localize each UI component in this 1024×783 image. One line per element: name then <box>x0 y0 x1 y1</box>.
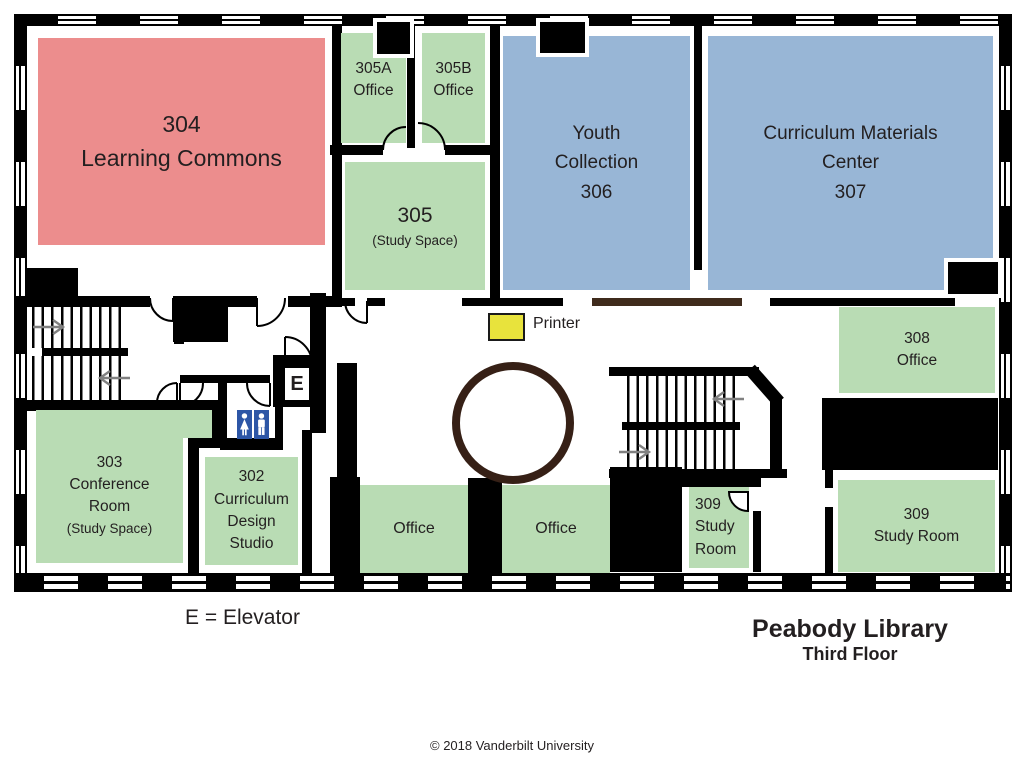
room-sub: (Study Space) <box>372 233 458 249</box>
room-number: 305 <box>397 204 433 227</box>
wall <box>188 438 199 575</box>
wall-notch <box>536 18 589 57</box>
stairs-upper-flight <box>32 303 128 348</box>
door-arc <box>149 297 174 322</box>
room-name: Curriculum Materials Center <box>763 122 938 174</box>
room-303-body <box>36 410 183 563</box>
room-308-office: 308 Office <box>839 307 995 393</box>
room-309-study-room-small: 309 Study Room <box>689 487 749 568</box>
room-number: 302 <box>238 468 265 486</box>
wall <box>14 296 150 307</box>
wall <box>770 298 955 306</box>
room-name: Study Room <box>695 518 737 558</box>
elevator-letter: E <box>290 372 304 395</box>
stairs-upper-flight <box>627 376 737 422</box>
outer-wall-top <box>14 14 1012 26</box>
room-number: 309 <box>695 495 721 513</box>
elevator-symbol: E <box>283 366 311 402</box>
wall <box>174 296 184 344</box>
wall <box>333 298 355 306</box>
room-number: 309 <box>903 505 930 523</box>
plan-title: Peabody Library Third Floor <box>740 615 960 664</box>
room-name: Office <box>535 520 577 538</box>
room-name: Office <box>353 82 394 100</box>
wall <box>753 511 761 572</box>
wall <box>825 507 833 573</box>
room-number: 308 <box>904 329 930 347</box>
outer-wall-bottom <box>14 573 1012 592</box>
room-name: Curriculum Design Studio <box>214 490 289 553</box>
room-name: Learning Commons <box>81 144 282 171</box>
room-305b-office: 305B Office <box>422 33 485 143</box>
room-name: Study Room <box>873 528 960 545</box>
wall <box>770 398 782 476</box>
room-302-curriculum-design-studio: 302 Curriculum Design Studio <box>205 457 298 565</box>
room-office-right: Office <box>502 485 610 573</box>
wall <box>330 477 360 573</box>
wall <box>337 363 357 477</box>
room-name: Office <box>393 520 435 538</box>
room-name: Office <box>433 82 474 100</box>
wall <box>694 24 702 270</box>
room-303-label: 303 Conference Room (Study Space) <box>36 440 183 550</box>
wall <box>490 24 500 306</box>
stairs-lower-flight <box>32 356 128 400</box>
wall-notch <box>373 18 414 58</box>
room-name: Conference Room <box>69 475 150 516</box>
wall <box>14 400 217 411</box>
wall <box>25 268 78 298</box>
wall <box>462 298 563 306</box>
wall <box>445 145 500 155</box>
library-name: Peabody Library <box>752 615 948 643</box>
room-name: Office <box>896 352 938 369</box>
wall <box>330 145 383 155</box>
copyright-notice: © 2018 Vanderbilt University <box>430 738 594 753</box>
room-number: 305A <box>355 60 392 77</box>
room-number: 306 <box>580 181 613 203</box>
wall <box>610 467 682 572</box>
restroom-male-icon <box>254 410 269 439</box>
wall <box>180 375 270 383</box>
outer-wall-right <box>999 14 1012 592</box>
wall <box>275 407 283 450</box>
room-office-left: Office <box>360 485 468 573</box>
wall <box>302 430 312 575</box>
room-name: Youth Collection <box>554 122 639 174</box>
wall <box>212 400 222 448</box>
wall <box>220 442 278 450</box>
door-arc <box>256 297 286 327</box>
room-307-curriculum-materials-center: Curriculum Materials Center 307 <box>708 36 993 290</box>
spiral-stairwell <box>452 362 574 484</box>
room-number: 305B <box>435 60 472 77</box>
room-309-study-room-large: 309 Study Room <box>838 480 995 572</box>
room-306-youth-collection: Youth Collection 306 <box>503 36 690 290</box>
door-arc <box>246 382 271 407</box>
wall <box>609 367 759 376</box>
room-number: 303 <box>96 453 123 471</box>
wall <box>332 24 342 307</box>
wall <box>218 375 227 445</box>
room-sub: (Study Space) <box>66 520 153 536</box>
wall <box>825 470 833 488</box>
wall <box>228 296 257 307</box>
elevator-legend: E = Elevator <box>185 606 300 629</box>
room-305-study-space: 305 (Study Space) <box>345 162 485 290</box>
wall <box>367 298 385 306</box>
stair-landing-bar <box>42 348 128 356</box>
wall-brown <box>592 298 742 306</box>
wall <box>468 478 502 573</box>
restroom-female-icon <box>237 410 252 439</box>
stair-landing-bar <box>622 422 740 430</box>
wall <box>672 470 761 487</box>
printer-icon <box>488 313 525 341</box>
room-304-learning-commons: 304 Learning Commons <box>38 38 325 245</box>
printer-label: Printer <box>533 315 581 332</box>
room-number: 307 <box>834 181 867 203</box>
room-number: 304 <box>162 111 201 138</box>
wall <box>822 398 998 470</box>
wall <box>407 24 415 148</box>
floor-name: Third Floor <box>802 643 898 664</box>
wall-notch <box>944 258 1002 298</box>
stairs-lower-flight <box>627 430 737 469</box>
